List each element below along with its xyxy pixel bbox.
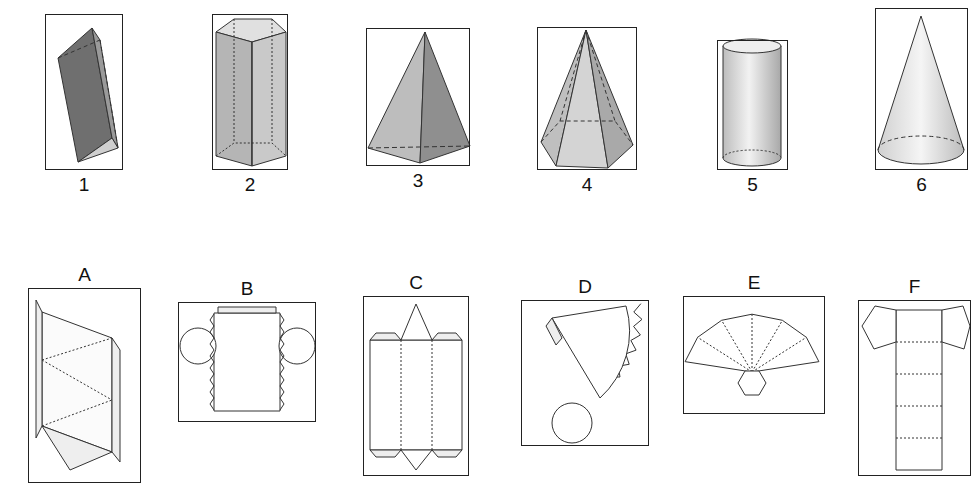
figure-label: E (664, 272, 844, 294)
fan-outline (685, 314, 819, 372)
figure-panel: E (683, 296, 825, 414)
figure-panel: D (521, 300, 649, 446)
figure-label: 6 (856, 174, 973, 196)
glue-tab (210, 314, 214, 410)
fold-line (752, 314, 753, 372)
figure-label: 5 (698, 174, 807, 196)
figure-panel: 1 (45, 14, 123, 170)
figure-label: B (159, 278, 335, 300)
figure-panel: C (363, 296, 469, 476)
figure-label: 3 (347, 170, 489, 192)
figure-panel: 2 (212, 14, 288, 170)
prism-net-a (36, 300, 120, 470)
glue-tab (280, 314, 284, 410)
triangular-prism (58, 28, 118, 162)
figure-label: 4 (518, 174, 656, 196)
hexagonal-pyramid (541, 30, 633, 168)
fold-line (752, 320, 782, 372)
figure-label: 1 (26, 174, 142, 196)
figure-panel: 6 (875, 8, 968, 170)
fold-line (722, 320, 752, 372)
triangular-prism-net (370, 304, 462, 470)
fold-line (752, 337, 806, 372)
figure-label: F (839, 276, 973, 298)
figure-label: A (9, 264, 160, 286)
pentagonal-prism-net (862, 306, 970, 470)
figure-label: C (344, 272, 488, 294)
cone (878, 16, 964, 164)
figure-panel: 3 (366, 28, 470, 166)
figure-panel: F (858, 300, 971, 476)
figure-label: D (502, 276, 668, 298)
fold-line (698, 337, 752, 372)
figure-label: 2 (193, 174, 307, 196)
figure-panel: 4 (537, 27, 637, 170)
figure-panel: B (178, 302, 316, 422)
figure-panel: A (28, 288, 141, 483)
square-pyramid (368, 32, 470, 163)
pentagonal-prism (216, 19, 286, 166)
pyramid-net (685, 314, 819, 395)
cylinder (723, 39, 781, 166)
cone-net (546, 306, 630, 443)
figure-panel: 5 (717, 40, 788, 170)
